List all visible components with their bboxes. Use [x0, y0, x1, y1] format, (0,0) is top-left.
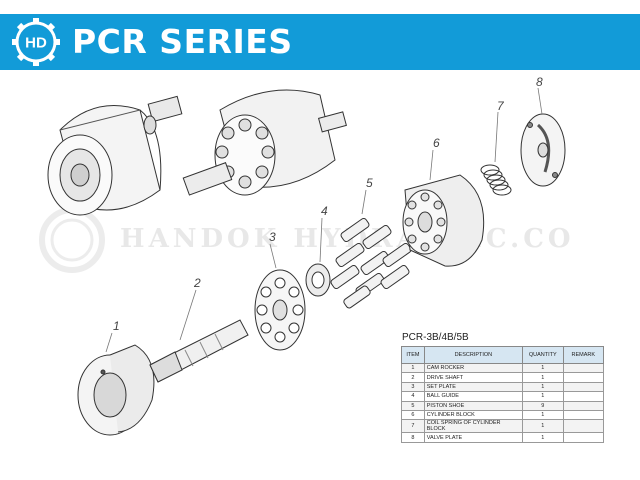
cell-description: BALL GUIDE [423, 391, 523, 402]
assembled-pump-left [47, 95, 183, 216]
part-2-drive-shaft [149, 319, 249, 383]
cell-remark [562, 400, 605, 411]
callout-8: 8 [536, 75, 543, 89]
part-3-set-plate [254, 269, 306, 351]
cell-remark [562, 362, 605, 374]
part-5-piston-shoes [330, 217, 412, 309]
logo-text: HD [25, 35, 47, 52]
col-header-remark: REMARK [562, 346, 605, 364]
part-4-ball-guide [305, 263, 331, 297]
cell-remark [562, 419, 605, 434]
header-banner: HD PCR SERIES [0, 14, 640, 70]
cell-remark [562, 391, 605, 402]
table-row: 3 SET PLATE 1 [401, 381, 605, 393]
cell-description: VALVE PLATE [423, 432, 523, 443]
parts-table: ITEM DESCRIPTION QUANTITY REMARK 1 CAM R… [401, 346, 605, 443]
cell-remark [562, 372, 605, 383]
part-7-coil-spring [480, 164, 512, 196]
part-8-valve-plate [520, 113, 566, 187]
table-row: 7 COIL SPRING OF CYLINDER BLOCK 1 [401, 419, 605, 434]
cell-quantity: 1 [521, 391, 564, 402]
cell-item: 6 [401, 409, 425, 421]
page-title: PCR SERIES [72, 22, 293, 61]
cell-quantity: 1 [521, 432, 564, 443]
table-row: 4 BALL GUIDE 1 [401, 391, 605, 402]
cell-quantity: 1 [521, 381, 564, 393]
callout-3: 3 [269, 230, 276, 244]
cell-description: CYLINDER BLOCK [423, 409, 523, 421]
table-row: 2 DRIVE SHAFT 1 [401, 372, 605, 383]
cell-item: 2 [401, 372, 425, 383]
table-row: 6 CYLINDER BLOCK 1 [401, 409, 605, 421]
cell-remark [562, 381, 605, 393]
col-header-item: ITEM [401, 346, 425, 364]
cell-quantity: 1 [521, 419, 564, 434]
cell-quantity: 9 [521, 400, 564, 411]
table-row: 8 VALVE PLATE 1 [401, 432, 605, 443]
cell-item: 8 [401, 432, 425, 443]
col-header-description: DESCRIPTION [423, 346, 523, 364]
cell-description: PISTON SHOE [423, 400, 523, 411]
parts-table-title: PCR-3B/4B/5B [402, 332, 469, 343]
cell-description: SET PLATE [423, 381, 523, 393]
gear-logo-icon: HD [12, 18, 60, 66]
callout-leaders [105, 87, 543, 353]
parts-table-header-row: ITEM DESCRIPTION QUANTITY REMARK [401, 346, 605, 364]
cell-description: CAM ROCKER [423, 362, 523, 374]
part-6-cylinder-block [402, 174, 485, 267]
cell-quantity: 1 [521, 362, 564, 374]
cell-item: 7 [401, 419, 425, 434]
assembled-rotating-group [182, 89, 347, 196]
part-1-cam-rocker [77, 344, 155, 436]
cell-item: 1 [401, 362, 425, 374]
cell-description: DRIVE SHAFT [423, 372, 523, 383]
exploded-parts-drawing [47, 87, 566, 436]
cell-item: 5 [401, 400, 425, 411]
callout-5: 5 [366, 176, 373, 190]
table-row: 5 PISTON SHOE 9 [401, 400, 605, 411]
cell-item: 3 [401, 381, 425, 393]
callout-2: 2 [194, 276, 201, 290]
col-header-quantity: QUANTITY [521, 346, 564, 364]
table-row: 1 CAM ROCKER 1 [401, 362, 605, 374]
cell-quantity: 1 [521, 409, 564, 421]
cell-quantity: 1 [521, 372, 564, 383]
cell-remark [562, 432, 605, 443]
callout-4: 4 [321, 204, 328, 218]
cell-remark [562, 409, 605, 421]
callout-7: 7 [497, 99, 504, 113]
cell-description: COIL SPRING OF CYLINDER BLOCK [423, 419, 523, 434]
cell-item: 4 [401, 391, 425, 402]
callout-6: 6 [433, 136, 440, 150]
callout-1: 1 [113, 319, 120, 333]
